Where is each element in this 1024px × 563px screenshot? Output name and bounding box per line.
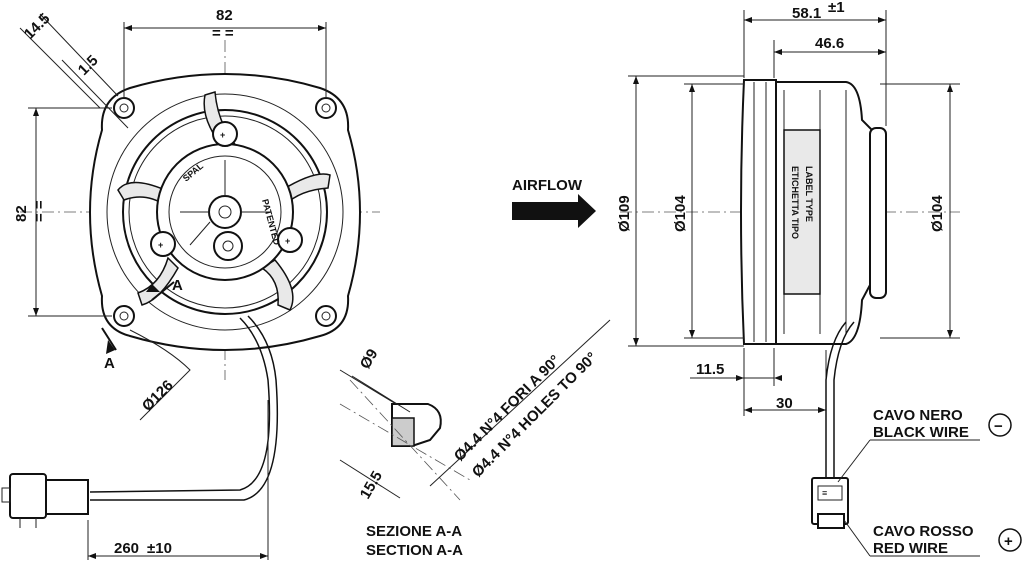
side-flange	[740, 79, 777, 345]
front-view: + + + SPAL PATENTED 82 = = 82 = =	[1, 7, 380, 560]
label-type-en: LABEL TYPE	[804, 166, 814, 222]
motor-shaft	[208, 195, 242, 229]
fan-blades	[117, 91, 331, 311]
hub-screws: + + +	[150, 121, 303, 261]
dim-width: 82	[216, 7, 233, 24]
svg-text:+: +	[220, 130, 225, 140]
svg-text:+: +	[285, 236, 290, 246]
section-title-it: SEZIONE A-A	[366, 523, 462, 540]
fan-shroud-ring	[106, 93, 344, 331]
mounting-holes	[113, 97, 337, 327]
airflow-label: AIRFLOW	[512, 177, 583, 194]
plus-icon	[998, 528, 1022, 552]
dim-total: 58.1	[792, 5, 821, 22]
black-wire-it: CAVO NERO	[873, 407, 963, 424]
dim-d104-right: Ø104	[929, 195, 946, 232]
dim-offset: 14.5	[21, 10, 54, 43]
svg-text:= =: = =	[212, 25, 234, 42]
black-wire-sign: −	[994, 418, 1003, 435]
airflow-indicator: AIRFLOW	[512, 177, 596, 228]
dim-flange: 11.5	[696, 361, 724, 378]
dim-d109: Ø109	[616, 195, 633, 232]
dim-cable: 260	[114, 540, 139, 557]
svg-text:= =: = =	[31, 200, 48, 222]
dim-d104-left: Ø104	[672, 195, 689, 232]
dim-body: 46.6	[815, 35, 844, 52]
side-view: ETICHETTA TIPO LABEL TYPE 58.1 ±1 46.6 Ø…	[616, 0, 960, 529]
section-title-en: SECTION A-A	[366, 542, 463, 559]
dim-hole: Ø9	[357, 346, 382, 372]
dim-height: 82	[13, 205, 30, 222]
wire-labels: CAVO NERO BLACK WIRE − CAVO ROSSO RED WI…	[837, 407, 1022, 557]
black-wire-en: BLACK WIRE	[873, 424, 969, 441]
red-wire-sign: +	[1004, 533, 1013, 550]
minus-icon	[988, 413, 1012, 437]
connector-plug	[1, 473, 89, 528]
svg-text:+: +	[158, 240, 163, 250]
airflow-arrow-icon	[512, 194, 596, 228]
dim-cable-tol: ±10	[147, 540, 172, 557]
section-marker-bottom: A	[104, 355, 115, 372]
dim-diameter: Ø126	[139, 377, 177, 415]
label-type-it: ETICHETTA TIPO	[790, 166, 800, 239]
side-connector: ≡	[811, 477, 849, 529]
section-marker-top: A	[172, 277, 183, 294]
label-plate	[783, 129, 821, 295]
red-wire-en: RED WIRE	[873, 540, 948, 557]
dim-total-tol: ±1	[828, 0, 845, 16]
motor-cap	[869, 127, 887, 299]
red-wire-it: CAVO ROSSO	[873, 523, 974, 540]
svg-text:≡: ≡	[822, 488, 827, 498]
dim-30: 30	[776, 395, 793, 412]
section-a-a: Ø9 15.5 Ø4.4 N°4 FORI A 90° Ø4.4 N°4 HOL…	[339, 319, 611, 559]
